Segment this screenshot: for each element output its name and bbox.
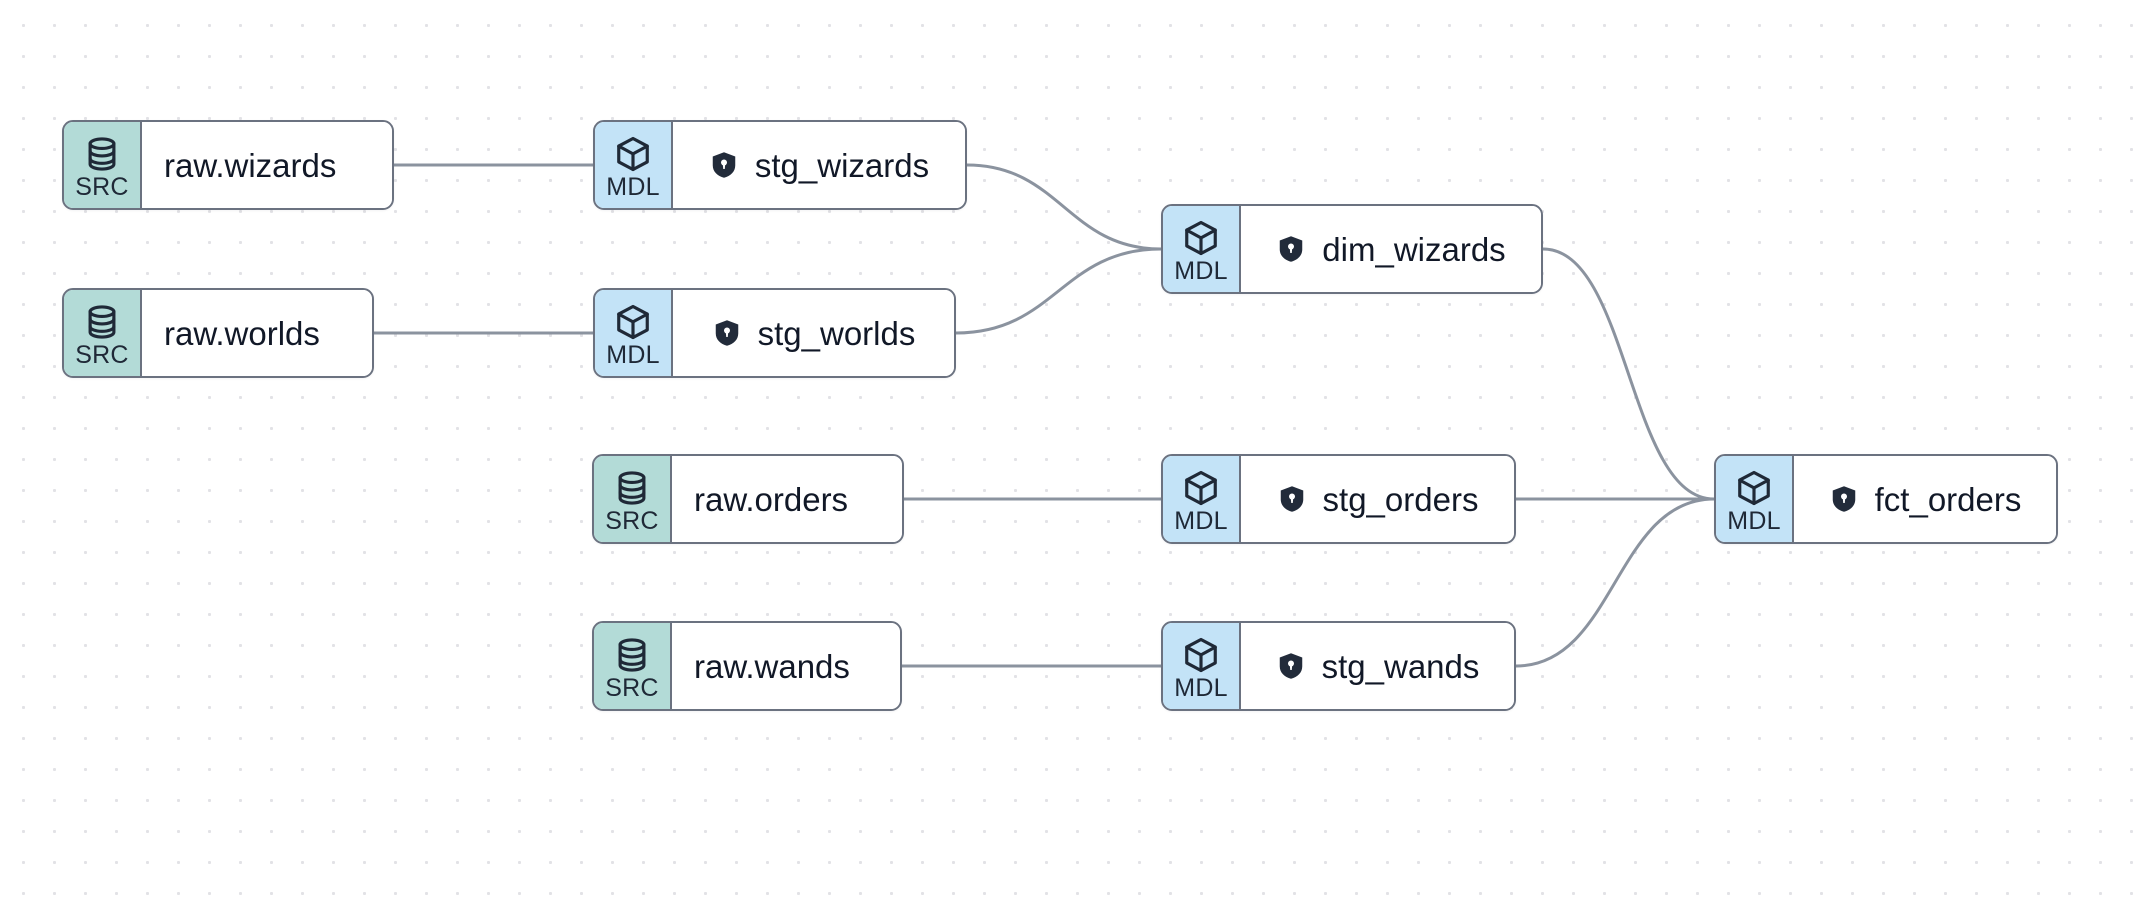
database-icon bbox=[83, 303, 121, 341]
node-body-dim_wizards: dim_wizards bbox=[1241, 206, 1541, 292]
cube-icon bbox=[1182, 636, 1220, 674]
node-kind-badge-raw_orders: SRC bbox=[594, 456, 672, 542]
node-kind-label: MDL bbox=[1174, 506, 1228, 535]
node-kind-label: SRC bbox=[75, 172, 129, 201]
node-body-raw_wands: raw.wands bbox=[672, 623, 900, 709]
node-label: stg_orders bbox=[1322, 480, 1479, 518]
node-kind-badge-raw_wands: SRC bbox=[594, 623, 672, 709]
lineage-node-raw_wizards[interactable]: SRC raw.wizards bbox=[62, 120, 394, 210]
node-kind-badge-fct_orders: MDL bbox=[1716, 456, 1794, 542]
node-kind-label: MDL bbox=[1727, 506, 1781, 535]
lineage-node-stg_wizards[interactable]: MDL stg_wizards bbox=[593, 120, 967, 210]
cube-icon bbox=[1735, 469, 1773, 507]
lineage-edge bbox=[1514, 497, 1716, 668]
node-kind-badge-stg_orders: MDL bbox=[1163, 456, 1241, 542]
node-body-raw_wizards: raw.wizards bbox=[142, 122, 392, 208]
node-label: stg_worlds bbox=[757, 314, 916, 352]
database-icon bbox=[613, 636, 651, 674]
cube-icon bbox=[1182, 219, 1220, 257]
node-kind-badge-raw_worlds: SRC bbox=[64, 290, 142, 376]
node-body-stg_wizards: stg_wizards bbox=[673, 122, 965, 208]
node-body-fct_orders: fct_orders bbox=[1794, 456, 2056, 542]
node-kind-label: MDL bbox=[1174, 673, 1228, 702]
node-body-raw_orders: raw.orders bbox=[672, 456, 902, 542]
node-label: stg_wizards bbox=[754, 146, 930, 184]
node-kind-badge-stg_wands: MDL bbox=[1163, 623, 1241, 709]
node-kind-badge-stg_worlds: MDL bbox=[595, 290, 673, 376]
lineage-node-stg_wands[interactable]: MDL stg_wands bbox=[1161, 621, 1516, 711]
node-body-raw_worlds: raw.worlds bbox=[142, 290, 372, 376]
shield-lock-icon bbox=[1829, 484, 1859, 514]
node-label: stg_wands bbox=[1321, 647, 1480, 685]
node-label: dim_wizards bbox=[1322, 230, 1506, 268]
database-icon bbox=[613, 469, 651, 507]
lineage-node-raw_wands[interactable]: SRC raw.wands bbox=[592, 621, 902, 711]
node-kind-label: MDL bbox=[606, 340, 660, 369]
cube-icon bbox=[1182, 469, 1220, 507]
node-kind-label: SRC bbox=[605, 506, 659, 535]
node-kind-label: SRC bbox=[605, 673, 659, 702]
node-label: raw.wands bbox=[694, 647, 850, 685]
lineage-node-raw_worlds[interactable]: SRC raw.worlds bbox=[62, 288, 374, 378]
lineage-node-dim_wizards[interactable]: MDL dim_wizards bbox=[1161, 204, 1543, 294]
node-kind-label: MDL bbox=[606, 172, 660, 201]
lineage-edge bbox=[954, 247, 1163, 335]
node-body-stg_orders: stg_orders bbox=[1241, 456, 1514, 542]
node-label: raw.wizards bbox=[164, 146, 337, 184]
lineage-node-stg_worlds[interactable]: MDL stg_worlds bbox=[593, 288, 956, 378]
node-label: raw.worlds bbox=[164, 314, 320, 352]
cube-icon bbox=[614, 303, 652, 341]
lineage-edge bbox=[965, 163, 1163, 251]
lineage-node-stg_orders[interactable]: MDL stg_orders bbox=[1161, 454, 1516, 544]
lineage-node-raw_orders[interactable]: SRC raw.orders bbox=[592, 454, 904, 544]
shield-lock-icon bbox=[712, 318, 742, 348]
node-body-stg_wands: stg_wands bbox=[1241, 623, 1514, 709]
lineage-node-fct_orders[interactable]: MDL fct_orders bbox=[1714, 454, 2058, 544]
node-kind-badge-raw_wizards: SRC bbox=[64, 122, 142, 208]
node-body-stg_worlds: stg_worlds bbox=[673, 290, 954, 376]
cube-icon bbox=[614, 135, 652, 173]
node-kind-badge-dim_wizards: MDL bbox=[1163, 206, 1241, 292]
shield-lock-icon bbox=[709, 150, 739, 180]
shield-lock-icon bbox=[1276, 651, 1306, 681]
node-kind-label: SRC bbox=[75, 340, 129, 369]
database-icon bbox=[83, 135, 121, 173]
node-label: fct_orders bbox=[1874, 480, 2022, 518]
node-kind-label: MDL bbox=[1174, 256, 1228, 285]
node-kind-badge-stg_wizards: MDL bbox=[595, 122, 673, 208]
shield-lock-icon bbox=[1277, 484, 1307, 514]
lineage-edge bbox=[1541, 247, 1716, 501]
node-label: raw.orders bbox=[694, 480, 849, 518]
shield-lock-icon bbox=[1276, 234, 1306, 264]
